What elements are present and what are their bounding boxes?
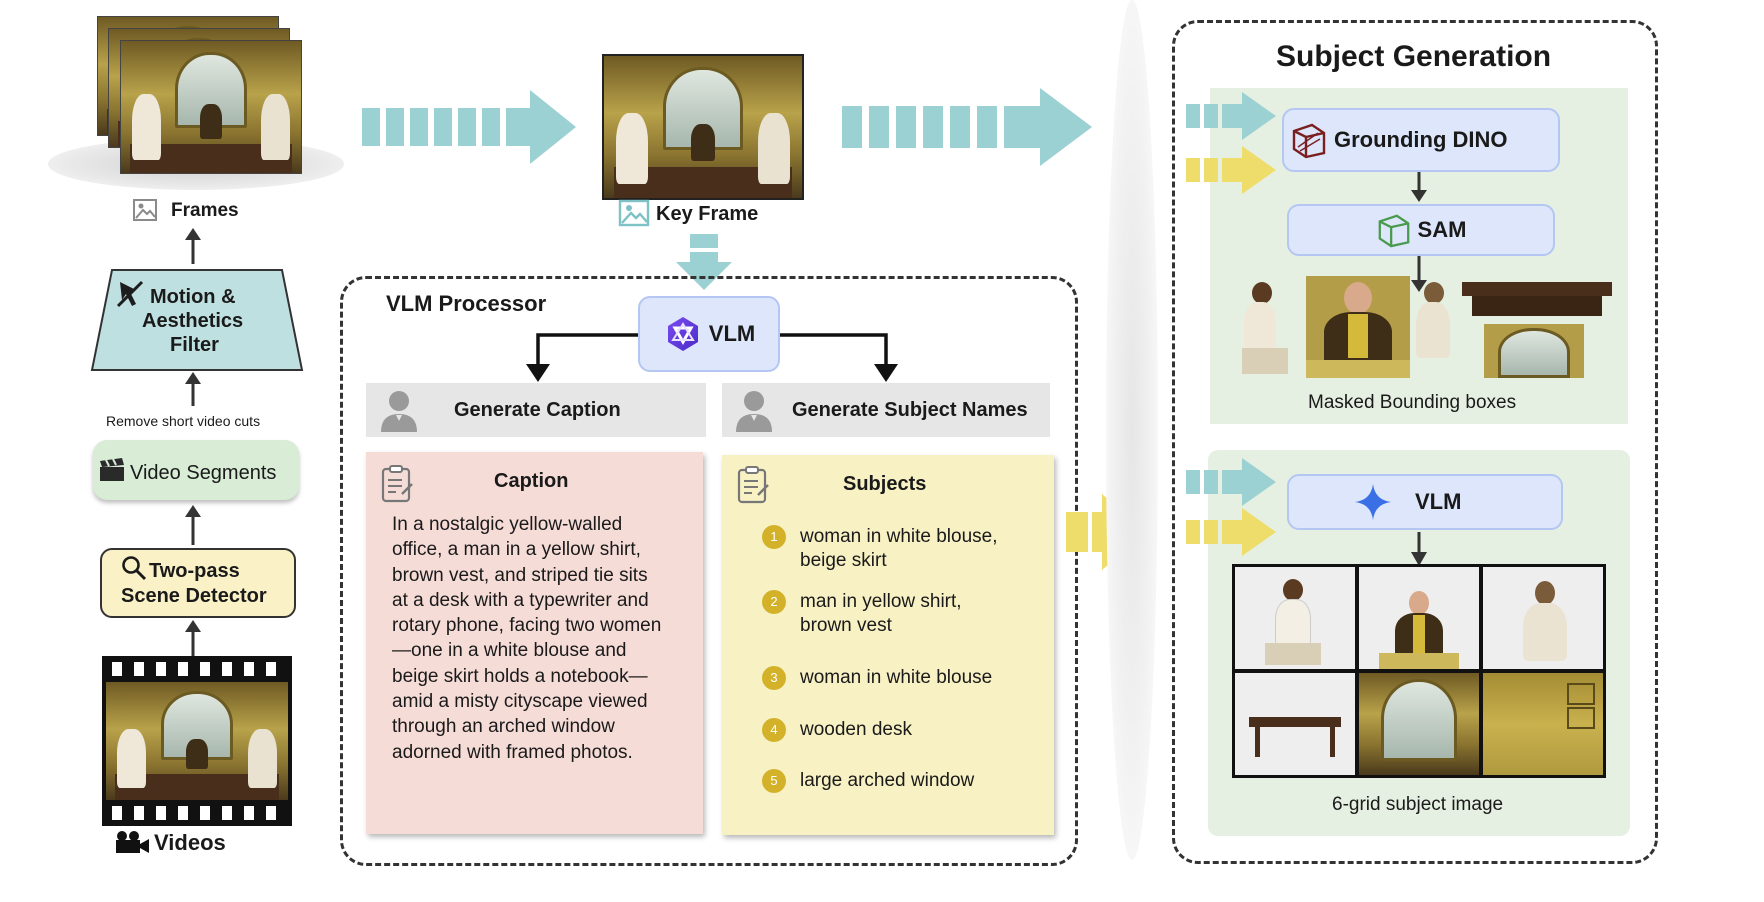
subject-number: 3 — [762, 666, 786, 690]
masked-crop-desk — [1462, 282, 1612, 320]
image-icon — [618, 199, 650, 227]
arrow-down-icon — [1411, 256, 1427, 292]
remove-short-cuts-note: Remove short video cuts — [106, 413, 261, 429]
scene-detector-box — [100, 548, 296, 618]
grid-cell-man — [1359, 567, 1479, 669]
teal-flow-arrow-2 — [842, 88, 1092, 166]
subject-number: 1 — [762, 525, 786, 549]
motion-aesthetics-filter — [90, 269, 304, 371]
grid-cell-wall — [1483, 673, 1603, 775]
grid-cell-woman-seated — [1235, 567, 1355, 669]
videos-label: Videos — [154, 830, 226, 855]
caption-card: Caption In a nostalgic yellow-walled off… — [366, 452, 703, 834]
image-icon — [133, 199, 157, 221]
sam-node: SAM — [1287, 204, 1555, 256]
grid-cell-desk — [1235, 673, 1355, 775]
subject-line: woman in white blouse, — [800, 526, 998, 547]
subject-line: large arched window — [800, 770, 975, 791]
caption-text: In a nostalgic yellow-walled office, a m… — [392, 514, 662, 763]
subject-number: 5 — [762, 769, 786, 793]
clipboard-icon — [381, 465, 413, 503]
frames-label: Frames — [171, 200, 239, 221]
subject-line: woman in white blouse — [800, 667, 993, 688]
generate-subjects-bar: Generate Subject Names — [722, 383, 1050, 437]
masked-crop-woman-right — [1412, 282, 1456, 378]
grounding-dino-label: Grounding DINO — [1334, 127, 1508, 152]
generate-caption-bar: Generate Caption — [366, 383, 706, 437]
detector-line1: Two-pass — [149, 560, 240, 582]
subjects-card: Subjects 1 woman in white blouse, beige s… — [722, 455, 1054, 835]
subjects-title: Subjects — [843, 473, 927, 495]
video-segments-label: Video Segments — [130, 462, 277, 484]
subject-item: 4 wooden desk — [762, 718, 912, 742]
yellow-input-arrow — [1186, 508, 1276, 556]
subject-item: 1 woman in white blouse, beige skirt — [762, 525, 998, 573]
person-icon — [381, 391, 417, 432]
video-film-strip — [102, 656, 292, 826]
vlm-node-2: VLM — [1287, 474, 1563, 530]
vlm-processor-title: VLM Processor — [386, 291, 547, 316]
teal-input-arrow — [1186, 458, 1276, 506]
filter-line3: Filter — [170, 334, 219, 356]
subject-item: 3 woman in white blouse — [762, 666, 992, 690]
masked-crop-man — [1306, 276, 1410, 378]
clipboard-icon — [737, 466, 769, 504]
teal-input-arrow — [1186, 92, 1276, 140]
vlm-processor-panel — [340, 276, 1078, 866]
branch-connectors — [526, 333, 898, 382]
subject-item: 5 large arched window — [762, 769, 974, 793]
subject-line: brown vest — [800, 615, 892, 636]
grounding-dino-node: Grounding DINO — [1282, 108, 1560, 172]
video-segments-box — [93, 440, 299, 500]
grid-cell-window — [1359, 673, 1479, 775]
subject-number: 2 — [762, 590, 786, 614]
arrow-down-icon — [1411, 532, 1427, 566]
masked-boxes-label: Masked Bounding boxes — [1308, 392, 1517, 413]
filter-line2: Aesthetics — [142, 310, 244, 332]
key-frame-image — [602, 54, 804, 200]
teal-flow-arrow-1 — [362, 90, 576, 164]
six-grid-image — [1232, 564, 1606, 778]
frame-image-front — [120, 40, 302, 174]
generate-subjects-label: Generate Subject Names — [792, 398, 1028, 421]
section-divider — [1106, 0, 1158, 860]
sam-label: SAM — [1417, 217, 1467, 242]
vlm-node-label: VLM — [708, 321, 756, 346]
grid-cell-woman-back — [1483, 567, 1603, 669]
motion-filter-icon — [116, 280, 144, 308]
cube-icon — [1292, 123, 1326, 159]
search-icon — [122, 556, 147, 581]
six-grid-label: 6-grid subject image — [1332, 794, 1504, 815]
caption-title: Caption — [494, 470, 569, 492]
vlm-node-2-label: VLM — [1415, 489, 1462, 514]
cube-icon — [1378, 214, 1409, 248]
key-frame-label: Key Frame — [656, 203, 759, 225]
arrow-up-icon — [185, 505, 201, 545]
arrow-up-icon — [185, 620, 201, 656]
arrow-down-icon — [1411, 172, 1427, 202]
sparkle-icon — [1355, 484, 1391, 520]
subject-line: man in yellow shirt, — [800, 591, 962, 612]
masked-crop-window — [1484, 324, 1584, 378]
arrow-up-icon — [185, 228, 201, 264]
subject-number: 4 — [762, 718, 786, 742]
video-camera-icon — [116, 831, 149, 853]
filter-line1: Motion & — [150, 286, 236, 308]
detector-line2: Scene Detector — [121, 585, 267, 607]
masked-crop-woman-left — [1240, 282, 1288, 378]
yellow-input-arrow — [1186, 146, 1276, 194]
subject-generation-panel — [1172, 20, 1658, 864]
clapperboard-icon — [100, 458, 124, 481]
subject-generation-title: Subject Generation — [1276, 40, 1552, 73]
person-icon — [736, 391, 772, 432]
subject-line: beige skirt — [800, 550, 887, 571]
generate-caption-label: Generate Caption — [454, 398, 621, 421]
vlm-node: VLM — [638, 296, 780, 372]
subject-line: wooden desk — [800, 719, 912, 740]
vlm-logo-icon — [667, 317, 698, 351]
subject-item: 2 man in yellow shirt, brown vest — [762, 590, 962, 638]
arrow-up-icon — [185, 372, 201, 406]
